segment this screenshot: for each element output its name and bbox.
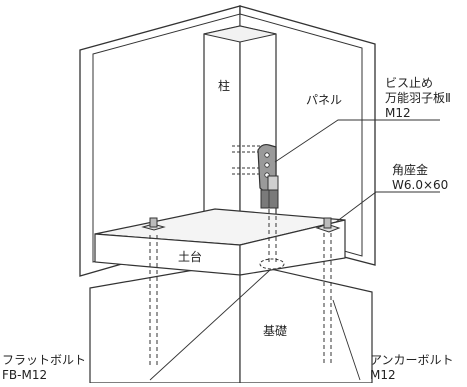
label-flat-bolt-line1: フラットボルト [2, 353, 87, 367]
label-anchor-bolt-line1: アンカーボルト [370, 353, 454, 367]
label-flat-bolt-line2: FB-M12 [2, 368, 48, 382]
label-sill: 土台 [178, 250, 203, 264]
label-clip-line2: 万能羽子板Ⅱ [385, 91, 451, 105]
leader-anchor-bolt [332, 299, 361, 381]
label-clip-line1: ビス止め [385, 76, 434, 90]
flat-bolt-hole [259, 258, 285, 270]
label-pillar: 柱 [218, 79, 231, 93]
pillar-front [203, 25, 241, 223]
sill-right-face [239, 219, 346, 276]
leader-washer [335, 191, 440, 223]
label-washer-line2: W6.0×60 [392, 178, 449, 192]
label-panel: パネル [306, 93, 343, 107]
pillar-top [203, 25, 277, 43]
leader-clip [274, 119, 440, 163]
leader-lines [149, 119, 440, 381]
left-anchor-bolt [141, 217, 166, 365]
flat-bolt [259, 195, 285, 270]
foundation [89, 261, 373, 384]
label-clip-line3: M12 [385, 106, 411, 120]
label-washer-line1: 角座金 [392, 163, 429, 177]
leader-flat-bolt [149, 269, 271, 381]
label-anchor-bolt-line2: M12 [370, 368, 396, 382]
foundation-right-face [239, 261, 373, 384]
label-foundation: 基礎 [263, 324, 288, 338]
hanger-plate [232, 143, 279, 209]
foundation-left-face [89, 261, 241, 384]
right-anchor-bolt [315, 217, 341, 365]
